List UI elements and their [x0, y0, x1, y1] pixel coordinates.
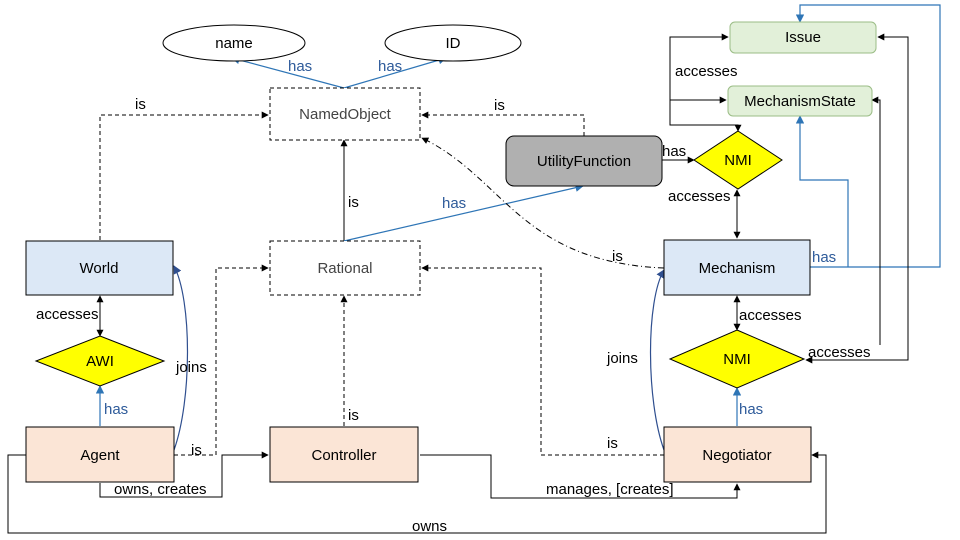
label-owns-creates: owns, creates [114, 481, 207, 498]
label-world-accesses: accesses [36, 306, 99, 323]
node-negotiator: Negotiator [663, 426, 812, 483]
nodes: name ID NamedObject Rational UtilityFunc… [25, 21, 877, 483]
label-agent-is: is [191, 442, 202, 459]
node-mechanism-label: Mechanism [699, 260, 776, 277]
node-controller-label: Controller [311, 447, 376, 464]
label-negotiator-is: is [607, 435, 618, 452]
node-namedobject: NamedObject [269, 87, 421, 141]
edge-agent-joins-world [173, 265, 189, 451]
node-agent-label: Agent [80, 447, 120, 464]
node-mechanismstate-label: MechanismState [744, 93, 856, 110]
label-awi-has: has [104, 401, 128, 418]
node-agent: Agent [25, 426, 175, 483]
edge-labels: has has is is is has is has accesses acc… [36, 58, 871, 535]
label-uf-has: has [662, 143, 686, 160]
edge-rational-has-uf [343, 183, 584, 242]
label-nmi-has: has [739, 401, 763, 418]
node-nmi-bottom: NMI [668, 329, 806, 389]
label-owns: owns [412, 518, 447, 535]
label-mech-nmi-accesses: accesses [739, 307, 802, 324]
node-mechanism: Mechanism [663, 239, 811, 296]
edge-mechanism-is-namedobject [421, 137, 665, 269]
edge-world-is-namedobject [99, 111, 269, 240]
edge-namedobject-name [231, 55, 345, 89]
edge-agent-owns-controller [99, 451, 269, 498]
node-nmi-bottom-label: NMI [723, 351, 751, 368]
node-issue: Issue [729, 21, 877, 54]
edge-namedobject-id [343, 56, 447, 89]
label-nmi-right-accesses: accesses [808, 344, 871, 361]
label-issue-accesses: accesses [675, 63, 738, 80]
node-name-label: name [215, 35, 253, 52]
node-awi: AWI [34, 335, 166, 387]
label-rational-has: has [442, 195, 466, 212]
node-controller: Controller [269, 426, 419, 483]
node-rational-label: Rational [317, 260, 372, 277]
node-world: World [25, 240, 174, 296]
edge-mechanism-has-issue [795, 4, 941, 268]
edge-agent-is-rational [174, 264, 269, 456]
label-controller-is: is [348, 407, 359, 424]
node-utilityfunction: UtilityFunction [505, 135, 663, 187]
node-namedobject-label: NamedObject [299, 106, 392, 123]
label-rational-is: is [348, 194, 359, 211]
label-mechanism-has: has [812, 249, 836, 266]
label-uf-is: is [494, 97, 505, 114]
edges [7, 4, 941, 534]
node-mechanismstate: MechanismState [727, 85, 873, 117]
node-id: ID [384, 24, 522, 62]
node-utilityfunction-label: UtilityFunction [537, 153, 631, 170]
label-negotiator-joins: joins [606, 350, 638, 367]
edge-nmi-issue [669, 33, 739, 130]
edge-agent-owns-negotiator [7, 451, 827, 534]
label-nmi-accesses: accesses [668, 188, 731, 205]
node-nmi-top-label: NMI [724, 152, 752, 169]
label-manages-creates: manages, [creates] [546, 481, 674, 498]
node-awi-label: AWI [86, 353, 114, 370]
label-world-is: is [135, 96, 146, 113]
label-has-name: has [288, 58, 312, 75]
edge-nmi-bottom-mstate [871, 96, 881, 345]
node-issue-label: Issue [785, 29, 821, 46]
edge-uf-is-namedobject [421, 111, 585, 136]
edge-nmi-bottom-issue [805, 33, 909, 364]
node-name: name [162, 24, 306, 62]
node-negotiator-label: Negotiator [702, 447, 771, 464]
node-nmi-top: NMI [693, 130, 783, 190]
node-world-label: World [80, 260, 119, 277]
label-mechanism-is: is [612, 248, 623, 265]
label-has-id: has [378, 58, 402, 75]
node-rational: Rational [269, 240, 421, 296]
edge-negotiator-joins-mechanism [649, 269, 665, 451]
node-id-label: ID [446, 35, 461, 52]
label-agent-joins: joins [175, 359, 207, 376]
edge-controller-manages-negotiator [420, 454, 741, 499]
